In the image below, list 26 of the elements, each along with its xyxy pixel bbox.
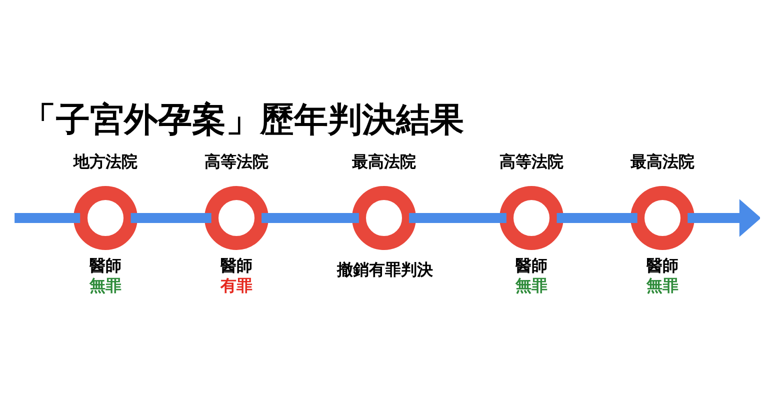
connector <box>556 213 638 223</box>
node-label: 有罪 <box>220 276 252 295</box>
node-label: 醫師 <box>516 256 548 275</box>
connector <box>262 213 359 223</box>
node-label: 無罪 <box>516 276 548 295</box>
node-label: 醫師 <box>646 256 678 275</box>
node-label: 醫師 <box>220 256 252 275</box>
node-label: 無罪 <box>90 276 122 295</box>
node-circle <box>630 186 694 250</box>
connector <box>409 213 506 223</box>
node-label: 最高法院 <box>630 152 694 171</box>
connector <box>14 213 80 223</box>
diagram-title: 「子宮外孕案」歷年判決結果 <box>22 100 464 140</box>
node-label: 高等法院 <box>204 152 268 171</box>
node-circle <box>500 186 564 250</box>
node-label: 無罪 <box>646 276 678 295</box>
node-label: 最高法院 <box>352 152 416 171</box>
node-label: 撤銷有罪判決 <box>337 260 433 279</box>
node-circle <box>352 186 416 250</box>
node-circle <box>204 186 268 250</box>
node-label: 高等法院 <box>500 152 564 171</box>
node-label: 醫師 <box>90 256 122 275</box>
node-circle <box>74 186 138 250</box>
node-label: 地方法院 <box>74 152 138 171</box>
connector <box>130 213 212 223</box>
arrow <box>688 199 760 237</box>
